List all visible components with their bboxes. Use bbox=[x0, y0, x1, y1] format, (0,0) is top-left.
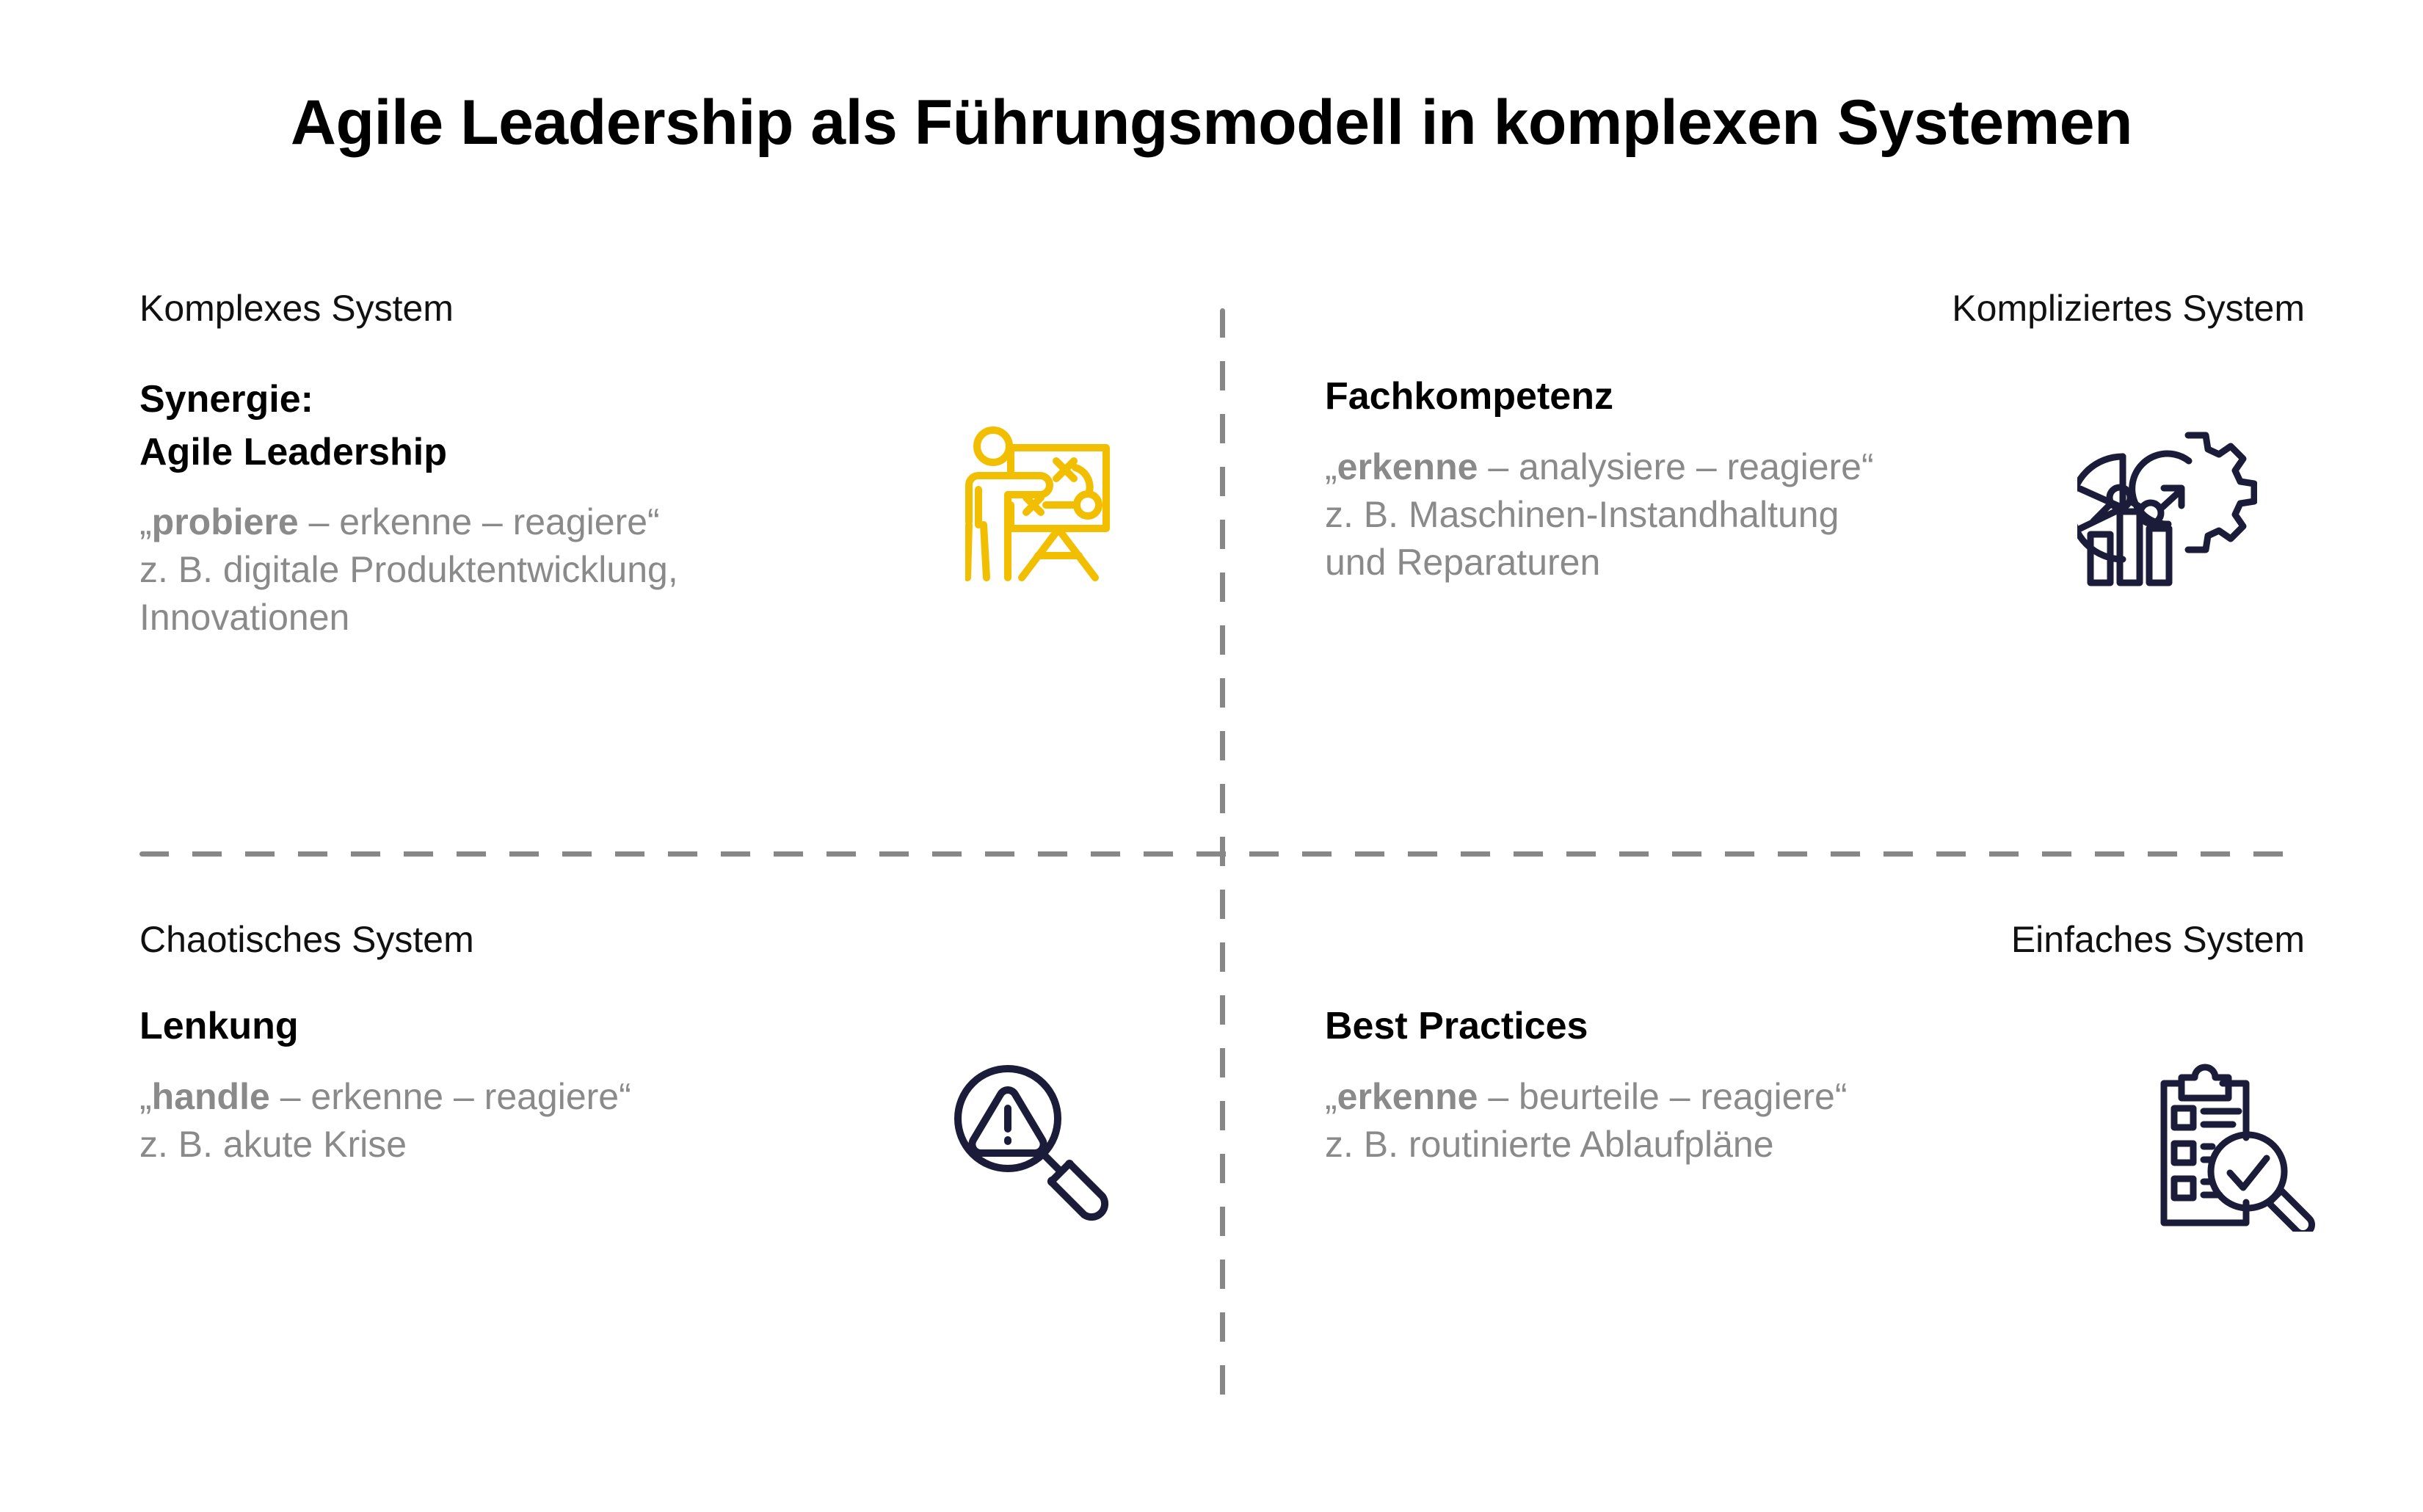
example-line1-top-left: z. B. digitale Produktentwicklung, bbox=[139, 549, 678, 591]
example-line2-top-right: und Reparaturen bbox=[1325, 541, 1601, 583]
motto-open-quote-tl: „ bbox=[139, 501, 152, 543]
motto-bottom-right: „erkenne – beurteile – reagiere“ bbox=[1325, 1073, 2305, 1121]
example-line1-top-right: z. B. Maschinen-Instandhaltung bbox=[1325, 493, 1839, 535]
quadrant-body-bottom-right: Best Practices „erkenne – beurteile – re… bbox=[1325, 1003, 2305, 1168]
quadrant-chaotisches-system: Chaotisches System Lenkung „handle – erk… bbox=[139, 917, 1182, 1168]
quadrant-heading-synergie: Synergie: bbox=[139, 378, 313, 421]
motto-emphasis-tr: erkenne bbox=[1337, 446, 1478, 487]
quadrant-heading-agile-leadership: Agile Leadership bbox=[139, 430, 447, 473]
example-line1-bottom-right: z. B. routinierte Ablaufpläne bbox=[1325, 1123, 1774, 1165]
motto-emphasis-bl: handle bbox=[151, 1075, 270, 1117]
quadrant-kompliziertes-system: Kompliziertes System Fachkompetenz „erke… bbox=[1325, 286, 2305, 586]
quadrant-heading-fachkompetenz: Fachkompetenz bbox=[1325, 375, 1613, 418]
vertical-dashed-divider bbox=[1220, 308, 1225, 1402]
example-line1-bottom-left: z. B. akute Krise bbox=[139, 1123, 407, 1165]
motto-rest-bl: – erkenne – reagiere“ bbox=[269, 1075, 631, 1117]
quadrant-einfaches-system: Einfaches System Best Practices „erkenne… bbox=[1325, 917, 2305, 1168]
quadrant-body-top-right: Fachkompetenz „erkenne – analysiere – re… bbox=[1325, 373, 2305, 586]
quadrant-heading-best-practices: Best Practices bbox=[1325, 1005, 1588, 1047]
system-label-top-right: Kompliziertes System bbox=[1952, 288, 2305, 329]
motto-top-left: „probiere – erkenne – reagiere“ bbox=[139, 498, 1182, 546]
example-line2-top-left: Innovationen bbox=[139, 597, 350, 639]
system-label-bottom-left: Chaotisches System bbox=[139, 919, 474, 960]
motto-rest-br: – beurteile – reagiere“ bbox=[1478, 1075, 1848, 1117]
gear-analytics-icon bbox=[2077, 429, 2257, 602]
motto-rest-tl: – erkenne – reagiere“ bbox=[298, 501, 660, 543]
page-title: Agile Leadership als Führungsmodell in k… bbox=[290, 87, 2133, 158]
system-label-top-left: Komplexes System bbox=[139, 288, 454, 329]
magnifier-warning-icon bbox=[951, 1063, 1116, 1232]
motto-bottom-left: „handle – erkenne – reagiere“ bbox=[139, 1073, 1182, 1121]
motto-emphasis-tl: probiere bbox=[151, 501, 299, 543]
motto-top-right: „erkenne – analysiere – reagiere“ bbox=[1325, 443, 2305, 491]
motto-emphasis-br: erkenne bbox=[1337, 1075, 1478, 1117]
quadrant-body-top-left: Synergie: Agile Leadership „probiere – e… bbox=[139, 376, 1182, 641]
quadrant-komplexes-system: Komplexes System Synergie: Agile Leaders… bbox=[139, 286, 1182, 641]
motto-open-quote-tr: „ bbox=[1325, 446, 1337, 487]
presentation-strategy-icon bbox=[965, 422, 1134, 591]
motto-open-quote-br: „ bbox=[1325, 1075, 1337, 1117]
quadrant-body-bottom-left: Lenkung „handle – erkenne – reagiere“ z.… bbox=[139, 1003, 1182, 1168]
motto-open-quote-bl: „ bbox=[139, 1075, 152, 1117]
system-label-bottom-right: Einfaches System bbox=[2010, 919, 2305, 960]
motto-rest-tr: – analysiere – reagiere“ bbox=[1478, 446, 1874, 487]
clipboard-check-magnifier-icon bbox=[2158, 1063, 2320, 1232]
quadrant-heading-lenkung: Lenkung bbox=[139, 1005, 299, 1047]
